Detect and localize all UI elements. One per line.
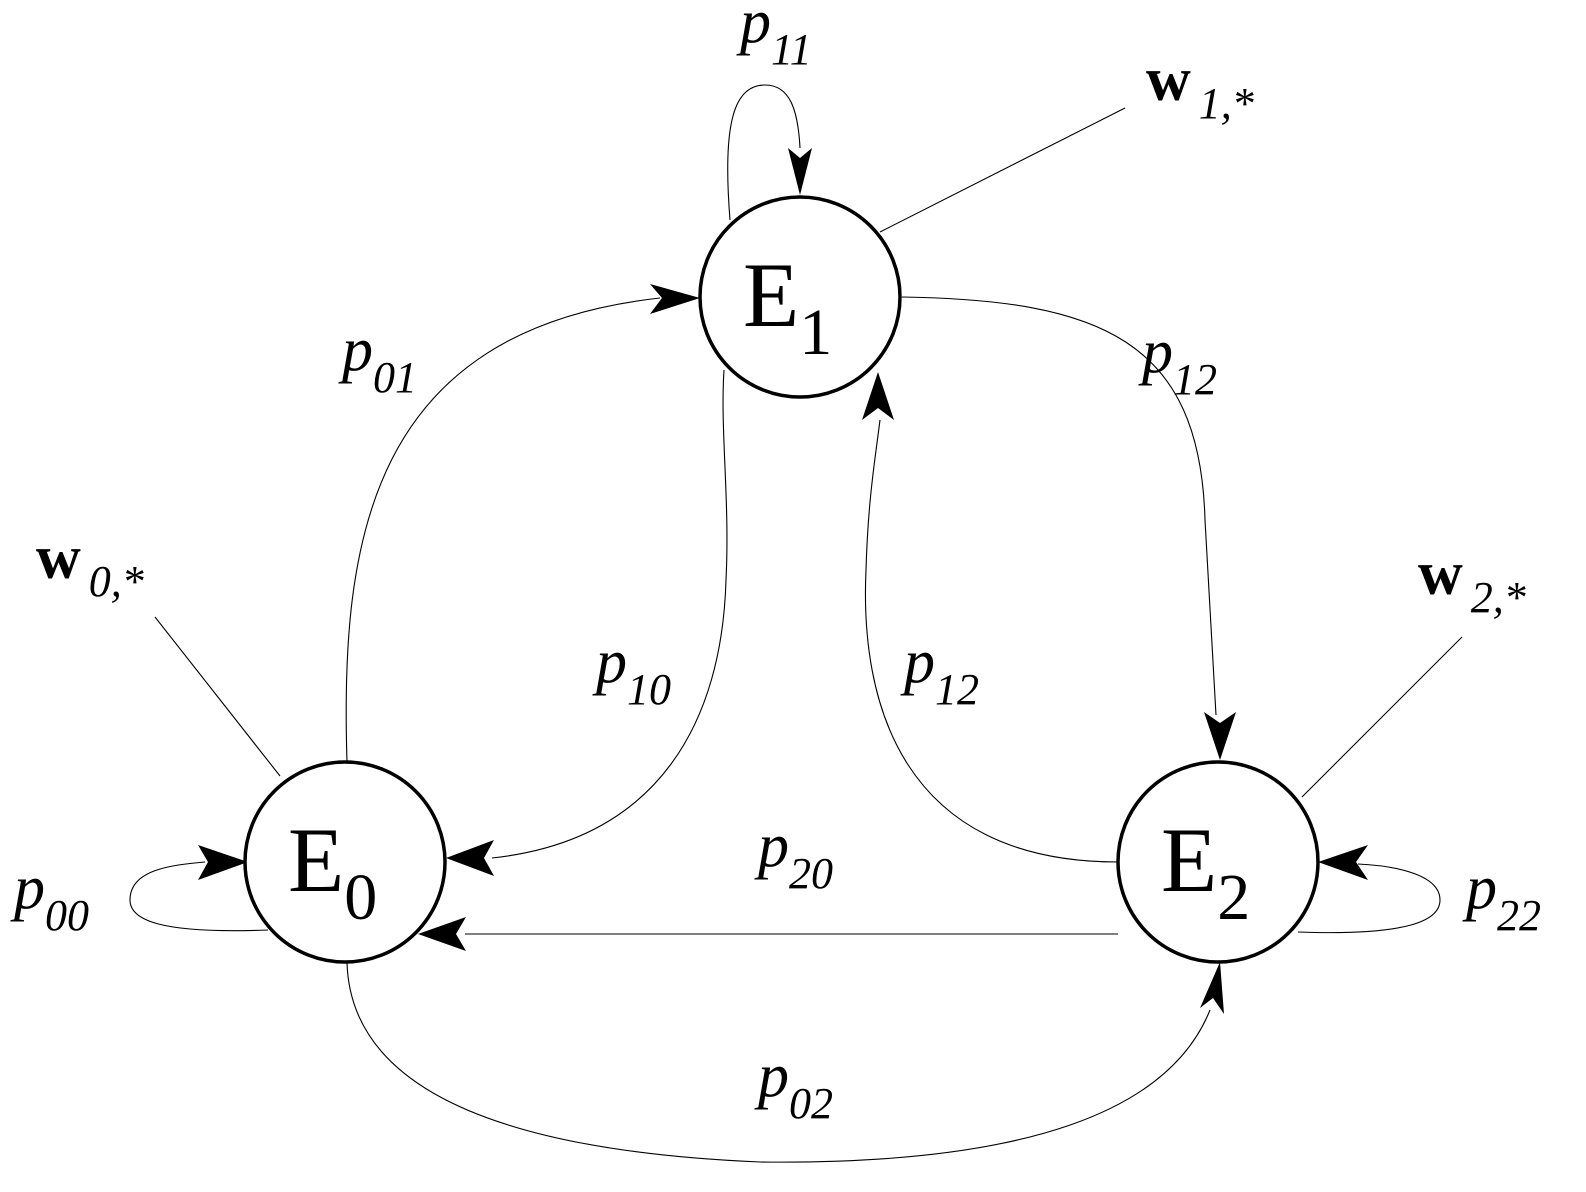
- svg-text:E2: E2: [1161, 809, 1250, 934]
- node-e1: E1: [698, 195, 902, 399]
- edge-label-p22: p22: [1462, 854, 1541, 940]
- edge-e2-self-loop: [1297, 863, 1441, 934]
- arrowhead-icon: [198, 845, 248, 880]
- leader-line-w2: [1301, 636, 1463, 798]
- edge-label-p12-mid: p12: [900, 628, 979, 714]
- edge-e0-self-loop: [129, 861, 269, 932]
- edge-label-p00: p00: [10, 854, 89, 940]
- edge-e0-to-e2: [346, 961, 1211, 1163]
- arrowhead-icon: [446, 840, 494, 876]
- edge-e2-to-e1: [864, 419, 1119, 863]
- arrowhead-icon: [1200, 962, 1224, 1014]
- edge-label-p12-top: p12: [1138, 318, 1217, 404]
- node-e2: E2: [1116, 760, 1320, 964]
- arrowhead-icon: [1318, 845, 1368, 880]
- arrowhead-icon: [788, 148, 812, 195]
- edge-e1-to-e2: [901, 296, 1217, 716]
- edge-label-p20: p20: [754, 812, 833, 898]
- svg-text:E0: E0: [288, 809, 377, 934]
- arrowhead-icon: [1204, 712, 1236, 760]
- edge-label-p11: p11: [736, 0, 812, 74]
- node-e0: E0: [243, 760, 447, 964]
- edge-label-p10: p10: [592, 628, 671, 714]
- edge-e1-to-e0: [491, 369, 728, 859]
- edge-e1-self-loop: [727, 84, 801, 221]
- leader-line-w1: [879, 107, 1126, 233]
- leader-line-w0: [154, 616, 281, 777]
- svg-text:E1: E1: [743, 244, 832, 369]
- edge-e0-to-e1: [345, 297, 661, 763]
- edge-label-p02: p02: [754, 1042, 833, 1128]
- arrowhead-icon: [862, 372, 894, 420]
- arrowhead-icon: [418, 917, 466, 951]
- edge-label-p01: p01: [338, 316, 417, 402]
- arrowhead-icon: [650, 284, 700, 314]
